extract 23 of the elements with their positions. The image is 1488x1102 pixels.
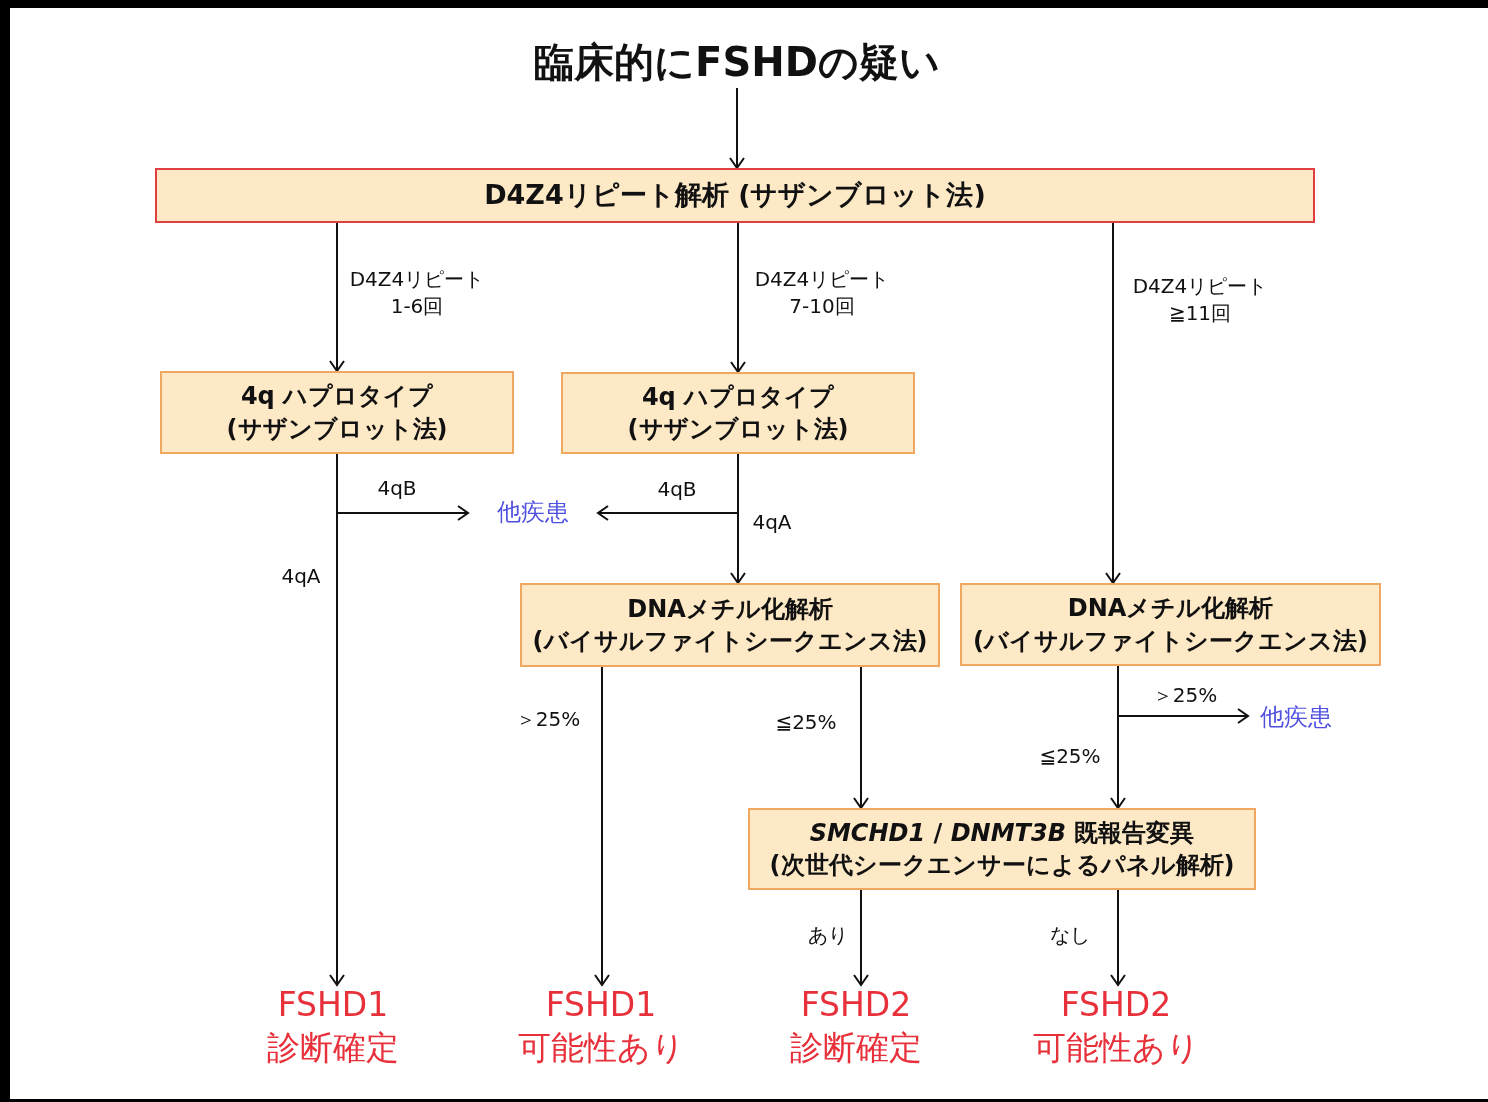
arrow xyxy=(329,222,345,372)
process-box: D4Z4リピート解析 (サザンブロット法) xyxy=(155,168,1315,223)
arrow xyxy=(1110,665,1126,809)
arrow xyxy=(730,453,746,584)
process-box: 4q ハプロタイプ (サザンブロット法) xyxy=(561,372,915,454)
outcome-text: 他疾患 xyxy=(1248,700,1343,734)
arrow xyxy=(853,666,869,809)
outcome-text: 他疾患 xyxy=(468,495,598,529)
arrow xyxy=(1110,889,1126,986)
process-box: 4q ハプロタイプ (サザンブロット法) xyxy=(160,371,514,454)
process-box: DNAメチル化解析 (バイサルファイトシークエンス法) xyxy=(520,583,940,667)
diagnosis-text: FSHD2 診断確定 xyxy=(756,985,956,1069)
diagnosis-text: FSHD1 診断確定 xyxy=(233,985,433,1069)
arrow xyxy=(1105,222,1121,584)
arrow xyxy=(730,222,746,373)
arrow xyxy=(729,87,745,169)
diagnosis-text: FSHD2 可能性あり xyxy=(1016,985,1216,1069)
process-box: DNAメチル化解析 (バイサルファイトシークエンス法) xyxy=(960,583,1381,666)
process-box: SMCHD1 / DNMT3B 既報告変異 (次世代シークエンサーによるパネル解析) xyxy=(748,808,1256,890)
arrow xyxy=(853,889,869,986)
heading-text: 臨床的にFSHDの疑い xyxy=(437,36,1037,88)
diagnosis-text: FSHD1 可能性あり xyxy=(501,985,701,1069)
arrow xyxy=(594,666,610,986)
